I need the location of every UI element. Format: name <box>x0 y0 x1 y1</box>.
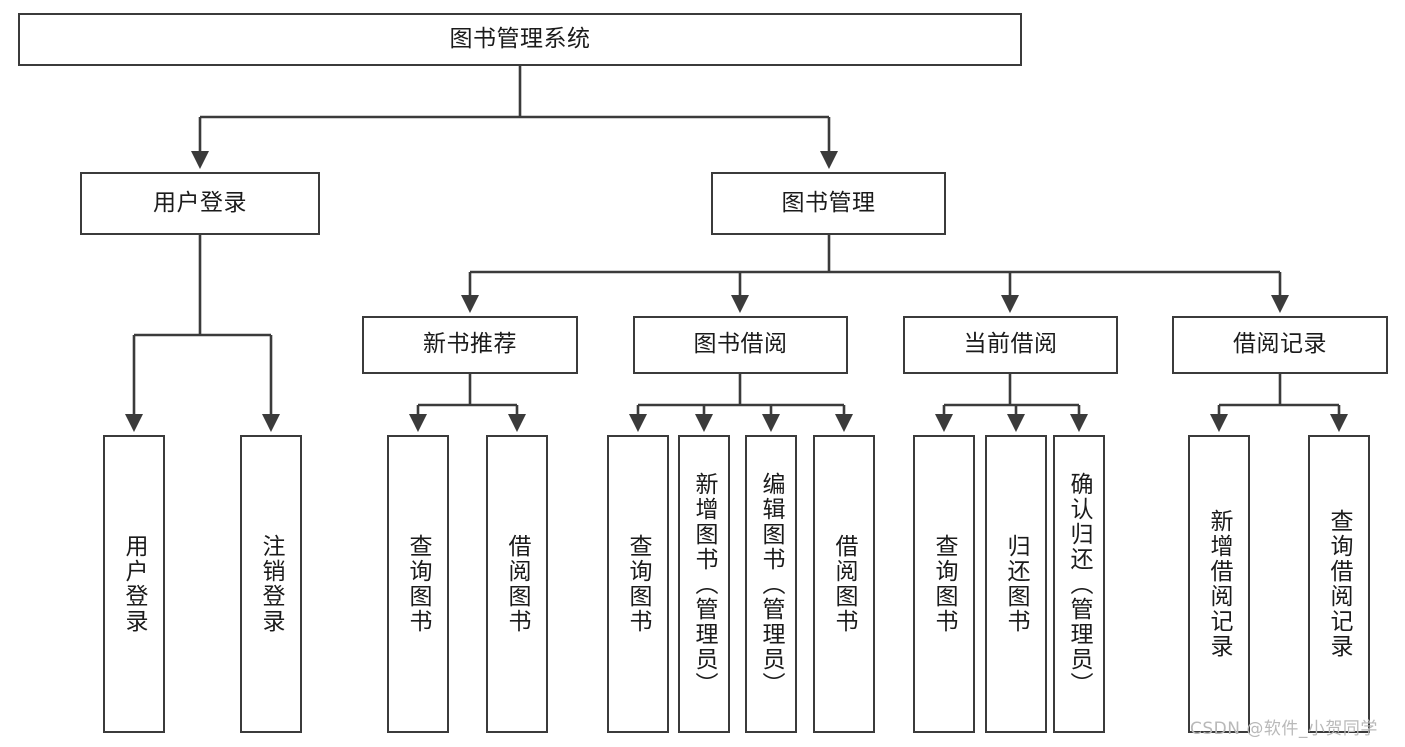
node-user-login-label: 用户登录 <box>153 189 247 216</box>
node-leaf-query-borrow-record[interactable]: 查询借阅记录 <box>1308 435 1370 733</box>
node-leaf-add-borrow-record[interactable]: 新增借阅记录 <box>1188 435 1250 733</box>
node-root[interactable]: 图书管理系统 <box>18 13 1022 66</box>
node-leaf-borrow-book-1[interactable]: 借阅图书 <box>486 435 548 733</box>
node-leaf-query-book-1-label: 查询图书 <box>405 534 432 634</box>
node-leaf-borrow-book-2-label: 借阅图书 <box>831 534 858 634</box>
node-root-label: 图书管理系统 <box>449 25 591 52</box>
node-leaf-confirm-return-label: 确认归还（管理员） <box>1066 471 1093 697</box>
node-current-borrow-label: 当前借阅 <box>963 331 1058 358</box>
node-book-borrow[interactable]: 图书借阅 <box>633 316 848 374</box>
node-leaf-edit-book[interactable]: 编辑图书（管理员） <box>745 435 797 733</box>
node-leaf-logout[interactable]: 注销登录 <box>240 435 302 733</box>
node-new-book-recommend[interactable]: 新书推荐 <box>362 316 578 374</box>
node-leaf-query-book-3-label: 查询图书 <box>931 534 958 634</box>
csdn-watermark: CSDN @软件_小贺同学 <box>1190 719 1378 739</box>
node-leaf-query-book-2[interactable]: 查询图书 <box>607 435 669 733</box>
node-leaf-borrow-book-1-label: 借阅图书 <box>504 534 531 634</box>
node-leaf-query-borrow-record-label: 查询借阅记录 <box>1326 509 1353 659</box>
node-leaf-user-login-label: 用户登录 <box>121 534 148 634</box>
node-book-manage[interactable]: 图书管理 <box>711 172 946 235</box>
node-leaf-edit-book-label: 编辑图书（管理员） <box>758 471 785 697</box>
node-leaf-query-book-1[interactable]: 查询图书 <box>387 435 449 733</box>
node-leaf-logout-label: 注销登录 <box>258 534 285 634</box>
node-leaf-return-book[interactable]: 归还图书 <box>985 435 1047 733</box>
node-user-login[interactable]: 用户登录 <box>80 172 320 235</box>
node-borrow-record-label: 借阅记录 <box>1233 331 1327 358</box>
node-book-manage-label: 图书管理 <box>781 189 876 216</box>
node-book-borrow-label: 图书借阅 <box>693 331 788 358</box>
node-leaf-add-borrow-record-label: 新增借阅记录 <box>1206 509 1233 659</box>
node-leaf-query-book-3[interactable]: 查询图书 <box>913 435 975 733</box>
node-leaf-borrow-book-2[interactable]: 借阅图书 <box>813 435 875 733</box>
node-leaf-add-book-label: 新增图书（管理员） <box>691 471 718 697</box>
node-leaf-confirm-return[interactable]: 确认归还（管理员） <box>1053 435 1105 733</box>
node-leaf-query-book-2-label: 查询图书 <box>625 534 652 634</box>
node-new-book-recommend-label: 新书推荐 <box>423 331 517 358</box>
node-leaf-user-login[interactable]: 用户登录 <box>103 435 165 733</box>
node-leaf-add-book[interactable]: 新增图书（管理员） <box>678 435 730 733</box>
node-borrow-record[interactable]: 借阅记录 <box>1172 316 1388 374</box>
node-leaf-return-book-label: 归还图书 <box>1003 534 1030 634</box>
node-current-borrow[interactable]: 当前借阅 <box>903 316 1118 374</box>
